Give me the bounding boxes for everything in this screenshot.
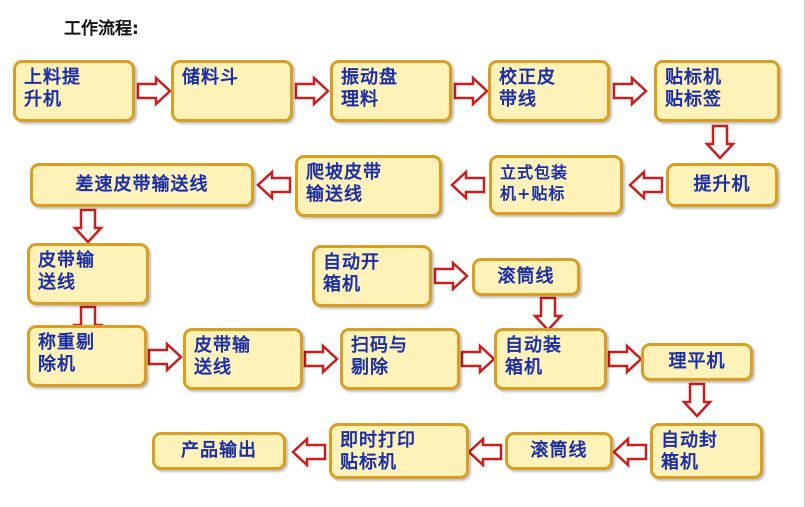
- page-title: 工作流程:: [64, 19, 139, 39]
- arrow-8-9: [256, 169, 292, 201]
- arrow-15-16: [532, 296, 564, 332]
- step-roller-line-2: 滚筒线: [505, 432, 613, 470]
- step-scan-reject: 扫码与 剔除: [340, 328, 460, 390]
- arrow-20-21: [291, 436, 327, 468]
- arrow-1-2: [136, 75, 172, 107]
- arrow-17-18: [681, 382, 713, 418]
- arrow-4-5: [612, 75, 648, 107]
- arrow-3-4: [453, 75, 489, 107]
- step-labeler: 贴标机 贴标签: [654, 60, 780, 122]
- arrow-12-13: [303, 343, 339, 375]
- arrow-13-16: [460, 343, 496, 375]
- arrow-19-20: [467, 436, 503, 468]
- step-auto-case-sealer: 自动封 箱机: [650, 423, 763, 479]
- step-belt-conveyor-1: 皮带输 送线: [27, 243, 149, 305]
- step-elevator: 提升机: [666, 163, 778, 207]
- step-leveler: 理平机: [641, 343, 753, 381]
- arrow-6-7: [628, 169, 664, 201]
- arrow-11-12: [147, 341, 183, 373]
- arrow-14-15: [433, 260, 469, 292]
- arrow-9-10: [72, 208, 104, 244]
- step-vibrating-bowl: 振动盘 理料: [330, 60, 452, 122]
- step-correction-belt: 校正皮 带线: [488, 60, 610, 122]
- step-print-apply-labeler: 即时打印 贴标机: [329, 423, 469, 479]
- step-vertical-packer: 立式包装 机+贴标: [489, 155, 623, 215]
- step-auto-case-packer: 自动装 箱机: [494, 328, 607, 390]
- step-product-output: 产品输出: [152, 432, 286, 470]
- step-belt-conveyor-2: 皮带输 送线: [183, 328, 303, 390]
- step-roller-line-1: 滚筒线: [472, 258, 580, 296]
- arrow-18-19: [612, 436, 648, 468]
- step-feed-elevator: 上料提 升机: [13, 60, 135, 122]
- arrow-7-8: [450, 169, 486, 201]
- step-incline-belt: 爬坡皮带 输送线: [295, 155, 442, 217]
- arrow-2-3: [294, 75, 330, 107]
- arrow-5-6: [704, 124, 736, 160]
- step-auto-carton-opener: 自动开 箱机: [312, 245, 432, 307]
- step-storage-hopper: 储料斗: [171, 60, 293, 122]
- step-checkweigher: 称重剔 除机: [27, 325, 147, 387]
- step-differential-belt: 差速皮带输送线: [30, 163, 254, 207]
- arrow-16-17: [607, 343, 643, 375]
